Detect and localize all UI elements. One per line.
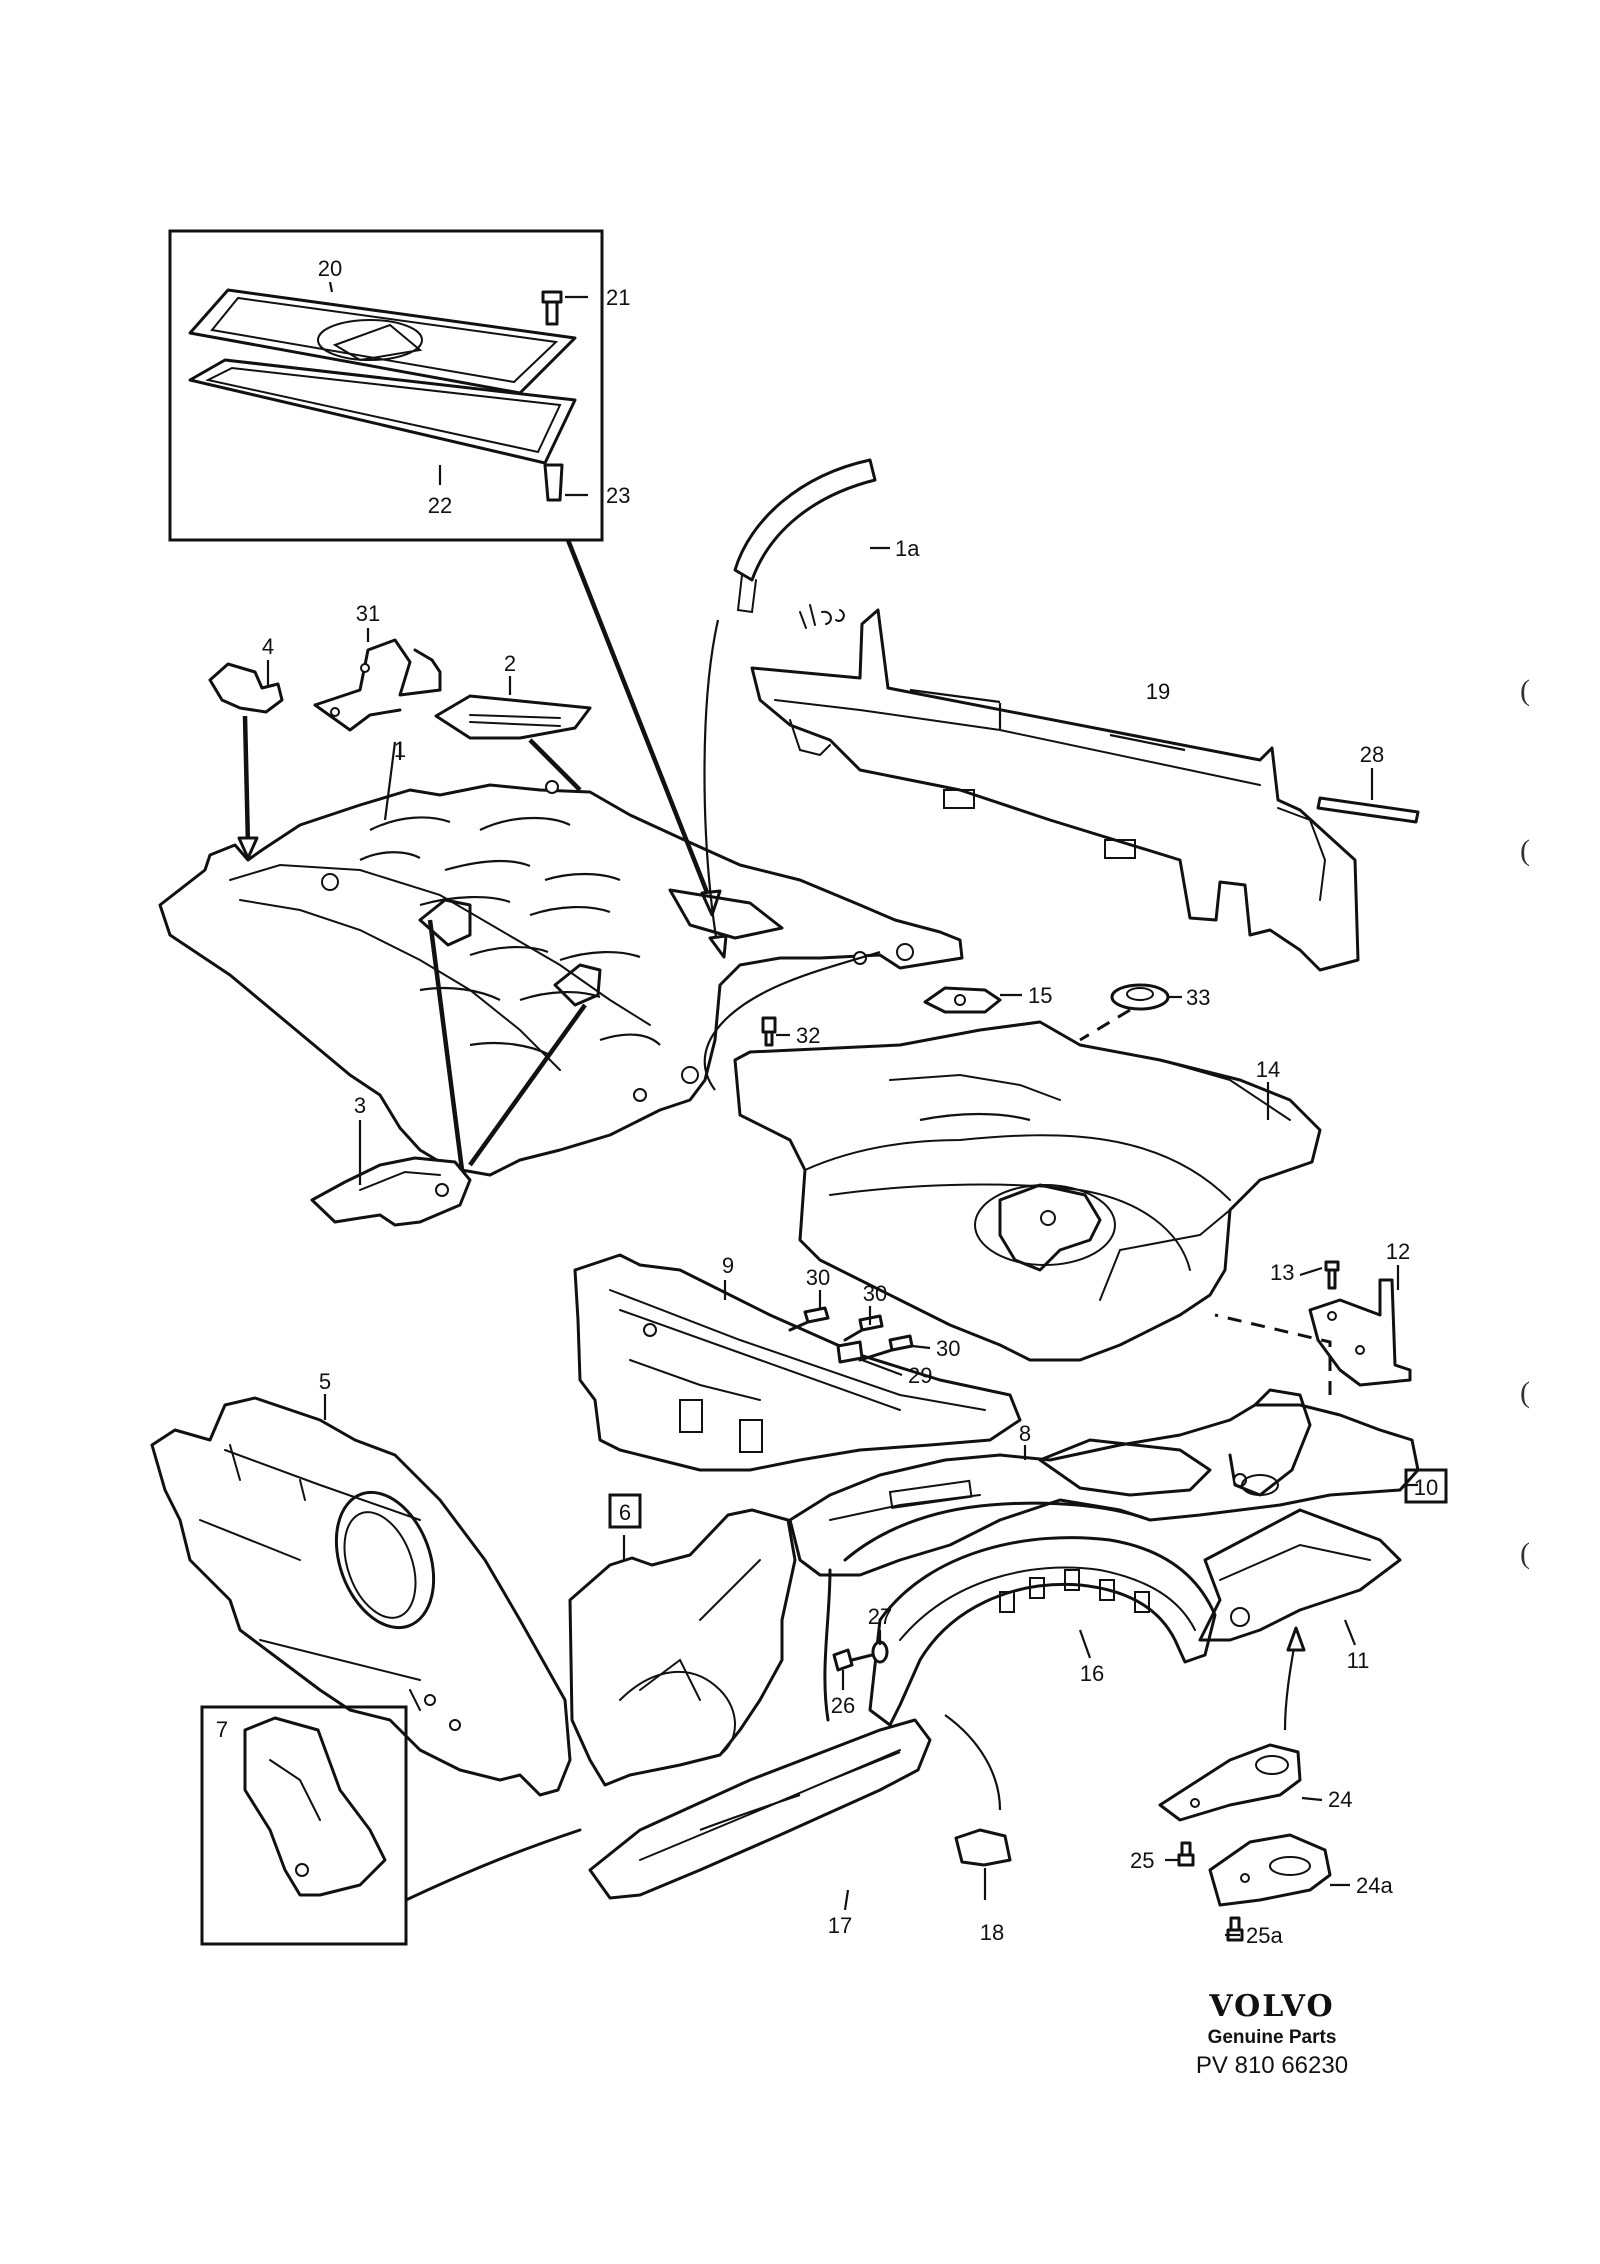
callout-1: 1 bbox=[394, 737, 406, 762]
part-5-side-panel bbox=[150, 1396, 572, 1797]
callout-19: 19 bbox=[1146, 679, 1170, 704]
volvo-logo: VOLVO bbox=[1208, 1989, 1334, 2024]
callout-5: 5 bbox=[319, 1369, 331, 1394]
callout-24: 24 bbox=[1328, 1787, 1352, 1812]
margin-mark: ( bbox=[1520, 1537, 1530, 1570]
cover-panel-20 bbox=[188, 288, 577, 395]
callout-4: 4 bbox=[262, 634, 274, 659]
callout-leaders bbox=[266, 281, 1418, 1937]
gasket-22 bbox=[188, 358, 577, 465]
box-callout-6 bbox=[608, 1493, 642, 1529]
part-16-wheel-arch bbox=[868, 1536, 1217, 1727]
callout-31: 31 bbox=[356, 601, 380, 626]
callout-20: 20 bbox=[318, 256, 342, 281]
part-8-side-member bbox=[788, 1388, 1420, 1577]
part-9-cross-member bbox=[573, 1253, 1022, 1472]
part-2-panel bbox=[434, 694, 592, 740]
inset-cover-gasket bbox=[168, 229, 604, 542]
callout-25a: 25a bbox=[1246, 1923, 1283, 1948]
callout-33: 33 bbox=[1186, 985, 1210, 1010]
callout-23: 23 bbox=[606, 483, 630, 508]
diagram-code: PV 810 66230 bbox=[1196, 2052, 1348, 2079]
part-24-bracket bbox=[1158, 1743, 1302, 1822]
scribble-mark bbox=[799, 604, 845, 629]
callout-21: 21 bbox=[606, 285, 630, 310]
part-12-bracket bbox=[1308, 1278, 1412, 1387]
bolt-21 bbox=[541, 290, 563, 326]
part-11-panel bbox=[1198, 1508, 1402, 1642]
part-14-spare-wheel-well bbox=[733, 1020, 1322, 1362]
part-19-rear-panel bbox=[750, 608, 1360, 972]
callout-18: 18 bbox=[980, 1920, 1004, 1945]
part-15-plate bbox=[923, 986, 1002, 1014]
callout-6: 6 bbox=[619, 1500, 631, 1525]
inset-part-7 bbox=[200, 1705, 408, 1946]
callout-17: 17 bbox=[828, 1913, 852, 1938]
margin-mark: ( bbox=[1520, 834, 1530, 867]
part-3-bracket bbox=[310, 1156, 472, 1227]
callout-13: 13 bbox=[1270, 1260, 1294, 1285]
callout-2: 2 bbox=[504, 651, 516, 676]
screw-25 bbox=[1177, 1841, 1195, 1867]
callout-30-a: 30 bbox=[806, 1265, 830, 1290]
part-18-cap bbox=[954, 1828, 1012, 1867]
margin-mark: ( bbox=[1520, 674, 1530, 707]
inset-pointer-line bbox=[565, 539, 715, 906]
part-32-clip bbox=[761, 1016, 777, 1047]
callout-30-c: 30 bbox=[936, 1336, 960, 1361]
callout-30-b: 30 bbox=[863, 1281, 887, 1306]
margin-mark: ( bbox=[1520, 1376, 1530, 1409]
part-17-sill-member bbox=[588, 1718, 932, 1900]
callout-10: 10 bbox=[1414, 1475, 1438, 1500]
margin-marks: ( ( ( ( bbox=[1520, 674, 1530, 1570]
callout-32: 32 bbox=[796, 1023, 820, 1048]
callout-3: 3 bbox=[354, 1093, 366, 1118]
callout-28: 28 bbox=[1360, 742, 1384, 767]
bolts-30-29 bbox=[788, 1306, 914, 1364]
box-callout-10 bbox=[1404, 1468, 1448, 1504]
part-6-panel bbox=[568, 1508, 797, 1787]
part-31-bracket bbox=[313, 638, 442, 732]
callout-7: 7 bbox=[216, 1717, 228, 1742]
part-1a-arch-reinforcement bbox=[733, 458, 877, 614]
part-33-grommet bbox=[1110, 983, 1170, 1011]
callout-29: 29 bbox=[908, 1363, 932, 1388]
callout-24a: 24a bbox=[1356, 1873, 1393, 1898]
callout-11: 11 bbox=[1347, 1648, 1370, 1673]
callout-1a: 1a bbox=[895, 536, 920, 561]
bolt-26-washer-27 bbox=[832, 1640, 889, 1672]
callout-22: 22 bbox=[428, 493, 452, 518]
callout-14: 14 bbox=[1256, 1057, 1280, 1082]
callout-9: 9 bbox=[722, 1253, 734, 1278]
part-24a-bracket bbox=[1208, 1833, 1332, 1907]
callout-27: 27 bbox=[868, 1604, 892, 1629]
callout-8: 8 bbox=[1019, 1421, 1031, 1446]
part-4-bracket bbox=[208, 662, 284, 714]
callout-labels: 20 21 22 23 1a 31 4 2 1 19 28 15 33 32 3… bbox=[216, 256, 1438, 1948]
callout-16: 16 bbox=[1080, 1661, 1104, 1686]
part-1-floor-panel bbox=[158, 780, 964, 1177]
callout-15: 15 bbox=[1028, 983, 1052, 1008]
part-28-strip bbox=[1316, 796, 1420, 824]
callout-25: 25 bbox=[1130, 1848, 1154, 1873]
brand-subtitle: Genuine Parts bbox=[1208, 2027, 1337, 2048]
part-13-screw bbox=[1324, 1260, 1340, 1290]
brand-block: VOLVO Genuine Parts PV 810 66230 bbox=[1196, 1989, 1348, 2079]
screw-25a bbox=[1226, 1916, 1244, 1942]
plug-23 bbox=[543, 463, 564, 502]
callout-12: 12 bbox=[1386, 1239, 1410, 1264]
callout-26: 26 bbox=[831, 1693, 855, 1718]
